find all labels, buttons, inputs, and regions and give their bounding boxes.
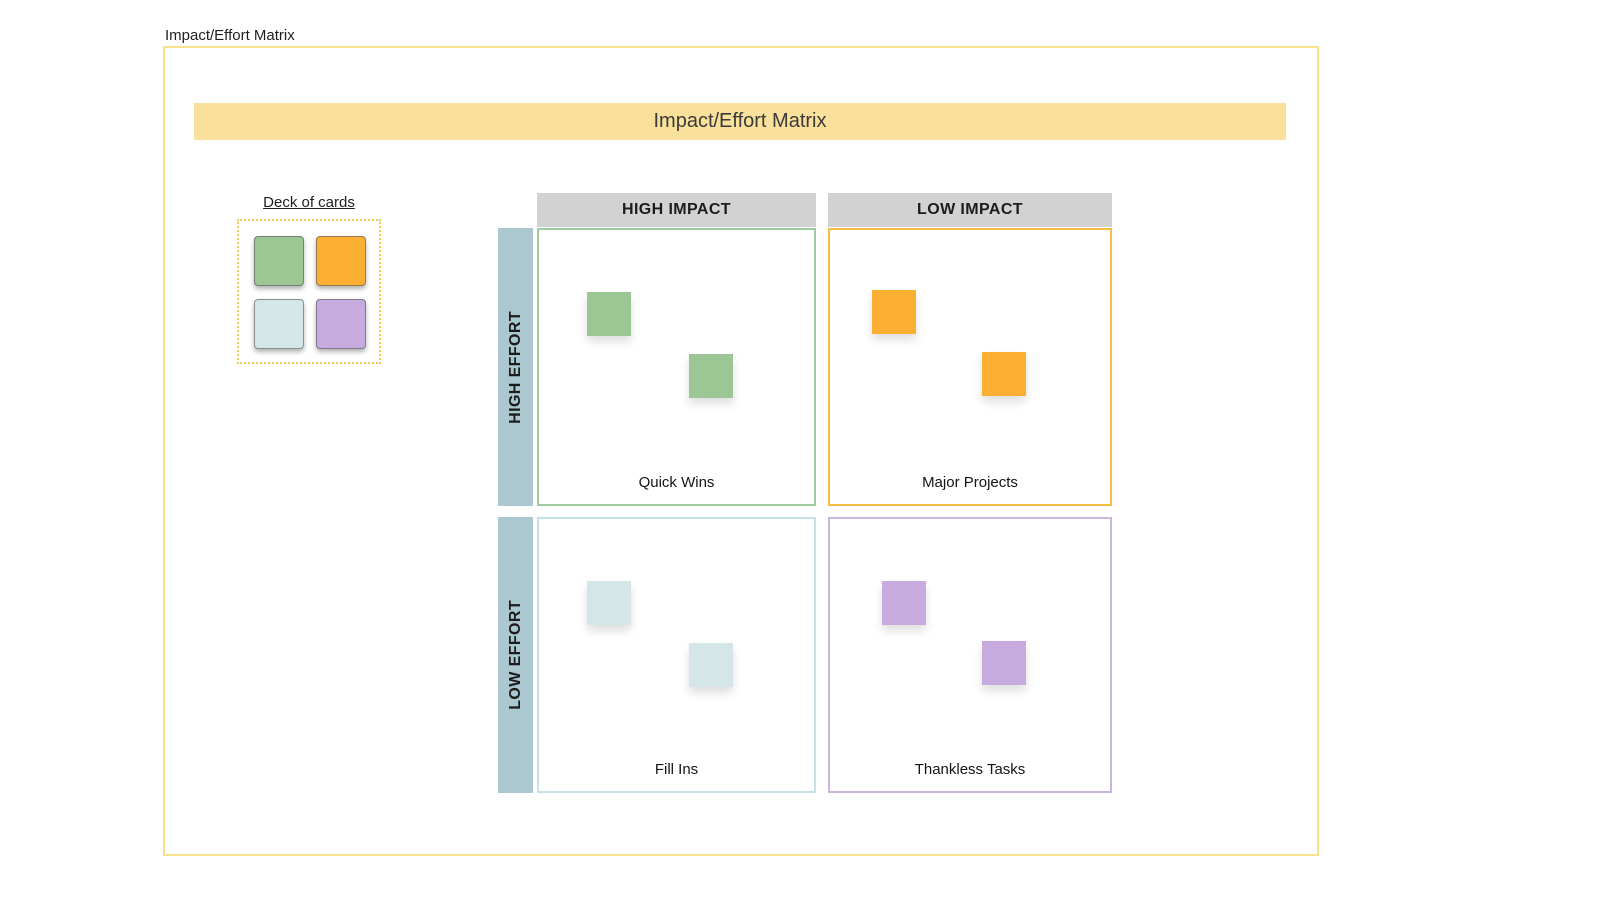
fill-ins-card-1[interactable] <box>587 581 631 625</box>
board-title-banner[interactable]: Impact/Effort Matrix <box>194 103 1286 140</box>
column-header-label: HIGH IMPACT <box>622 201 731 218</box>
row-header-low-effort: LOW EFFORT <box>498 517 533 793</box>
deck-card-orange[interactable] <box>316 236 367 286</box>
thankless-tasks-card-1[interactable] <box>882 581 926 625</box>
thankless-tasks-card-2[interactable] <box>982 641 1026 685</box>
row-header-high-effort: HIGH EFFORT <box>498 228 533 506</box>
deck-card-blue[interactable] <box>253 299 304 349</box>
quadrant-quick-wins[interactable]: Quick Wins <box>537 228 816 506</box>
impact-effort-matrix: HIGH IMPACT LOW IMPACT HIGH EFFORT LOW E… <box>498 193 1114 795</box>
major-projects-card-2[interactable] <box>982 352 1026 396</box>
deck-card-purple[interactable] <box>316 299 367 349</box>
quadrant-fill-ins[interactable]: Fill Ins <box>537 517 816 793</box>
deck-box <box>237 219 381 364</box>
row-header-label: LOW EFFORT <box>506 600 524 710</box>
quadrant-label: Fill Ins <box>654 761 699 778</box>
board-title: Impact/Effort Matrix <box>653 110 827 132</box>
quadrant-thankless-tasks[interactable]: Thankless Tasks <box>828 517 1112 793</box>
deck-of-cards: Deck of cards <box>237 194 381 364</box>
template-frame: Impact/Effort Matrix Deck of cards HIGH … <box>163 46 1319 856</box>
quick-wins-card-1[interactable] <box>587 292 631 336</box>
canvas-title: Impact/Effort Matrix <box>165 27 295 44</box>
quadrant-major-projects[interactable]: Major Projects <box>828 228 1112 506</box>
fill-ins-card-2[interactable] <box>689 643 733 687</box>
quadrant-label: Major Projects <box>922 474 1018 491</box>
quick-wins-card-2[interactable] <box>689 354 733 398</box>
row-header-label: HIGH EFFORT <box>506 310 524 424</box>
major-projects-card-1[interactable] <box>872 290 916 334</box>
quadrant-label: Quick Wins <box>638 474 715 491</box>
column-header-label: LOW IMPACT <box>917 201 1023 218</box>
column-header-low-impact: LOW IMPACT <box>828 193 1112 227</box>
quadrant-label: Thankless Tasks <box>914 761 1026 778</box>
deck-card-green[interactable] <box>253 236 304 286</box>
column-header-high-impact: HIGH IMPACT <box>537 193 816 227</box>
deck-label: Deck of cards <box>263 194 355 211</box>
